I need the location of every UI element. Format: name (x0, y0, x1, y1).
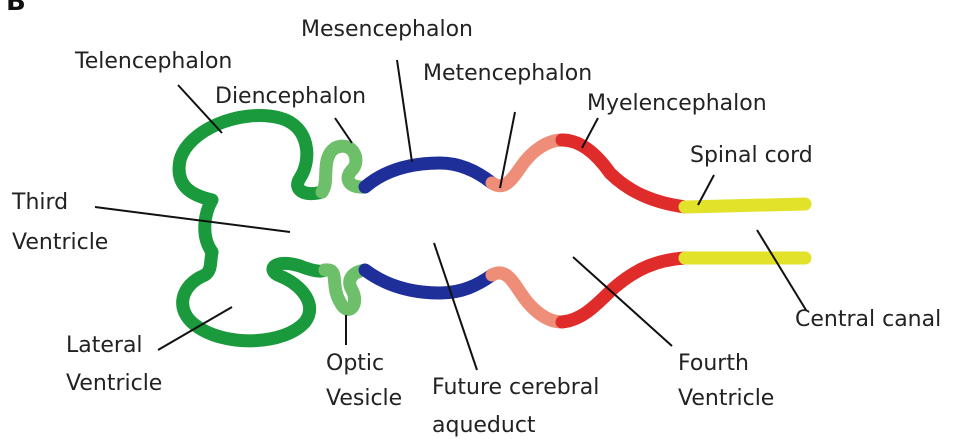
leader-mesencephalon (397, 60, 412, 162)
myelencephalon-lower-wall (562, 258, 685, 322)
label-fourth-ventricle-line2: Ventricle (678, 386, 774, 411)
label-future-aqueduct-line1: Future cerebral (432, 375, 599, 400)
mesencephalon-lower-wall (365, 270, 492, 293)
metencephalon-lower-wall (492, 273, 562, 322)
diencephalon-lower-wall (325, 270, 365, 309)
label-spinal-cord: Spinal cord (690, 143, 813, 168)
label-lateral-ventricle-line1: Lateral (66, 333, 143, 358)
telencephalon-lower-wall (183, 252, 325, 341)
label-telencephalon: Telencephalon (74, 49, 232, 74)
myelencephalon-upper-wall (562, 140, 685, 207)
label-lateral-ventricle-line2: Ventricle (66, 371, 162, 396)
label-third-ventricle-line1: Third (11, 190, 68, 215)
label-mesencephalon: Mesencephalon (301, 17, 473, 42)
panel-letter: B (6, 0, 26, 17)
leader-fourth-ventricle (573, 257, 672, 346)
label-optic-vesicle-line1: Optic (326, 351, 384, 376)
label-third-ventricle-line2: Ventricle (12, 230, 108, 255)
diencephalon-upper-wall (322, 146, 365, 192)
label-diencephalon: Diencephalon (215, 84, 366, 109)
leader-central-canal (757, 230, 806, 310)
leader-diencephalon (335, 118, 352, 143)
label-myelencephalon: Myelencephalon (587, 91, 767, 116)
spinal-cord-upper-wall (685, 204, 805, 207)
label-central-canal: Central canal (795, 307, 941, 332)
leader-third-ventricle (95, 207, 290, 232)
label-optic-vesicle-line2: Vesicle (326, 386, 402, 411)
label-fourth-ventricle-line1: Fourth (678, 351, 749, 376)
mesencephalon-upper-wall (365, 163, 492, 187)
label-future-aqueduct-line2: aqueduct (432, 413, 536, 438)
label-metencephalon: Metencephalon (423, 61, 592, 86)
telencephalon-upper-wall (179, 116, 322, 252)
leader-future-aqueduct (434, 243, 477, 370)
